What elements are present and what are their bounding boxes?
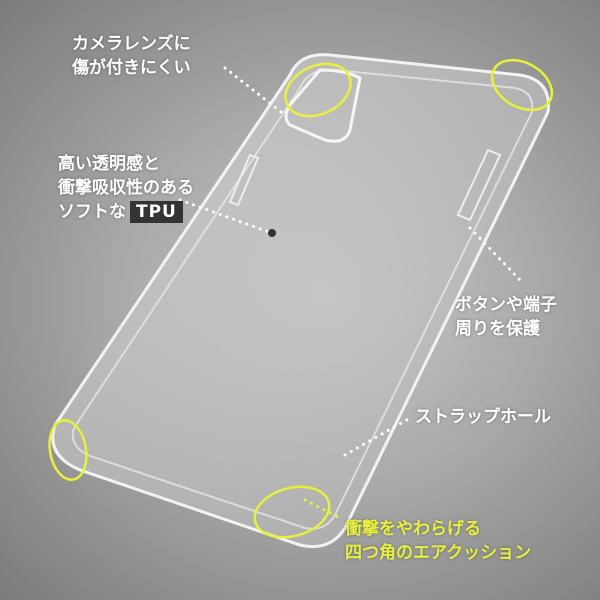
callout-camera: カメラレンズに 傷が付きにくい — [72, 32, 191, 80]
camera-cutout — [284, 68, 362, 143]
callout-text: ストラップホール — [415, 407, 551, 427]
side-buttons — [456, 148, 502, 222]
callout-text: カメラレンズに — [72, 34, 191, 54]
callout-text: 衝撃吸収性のある — [58, 178, 194, 198]
callout-lines — [178, 66, 522, 520]
callout-text: 傷が付きにくい — [72, 58, 191, 78]
tpu-badge: TPU — [130, 201, 183, 223]
callout-text: 衝撃をやわらげる — [345, 519, 481, 539]
callout-text: 高い透明感と — [58, 154, 160, 174]
callout-text: ボタンや端子 — [455, 295, 557, 315]
callout-text: ソフトな — [58, 202, 126, 222]
highlight-bottom-left — [48, 419, 88, 481]
callout-buttons: ボタンや端子 周りを保護 — [455, 293, 557, 341]
highlight-top-left — [284, 62, 352, 118]
corner-highlights — [48, 58, 554, 539]
highlight-top-right — [490, 58, 554, 112]
callout-strap: ストラップホール — [415, 405, 551, 429]
phone-case — [51, 53, 550, 549]
callout-text: 四つ角のエアクッション — [345, 543, 532, 563]
callout-text: 周りを保護 — [455, 319, 540, 339]
callout-corners: 衝撃をやわらげる 四つ角のエアクッション — [345, 517, 531, 565]
center-dot — [268, 229, 276, 237]
highlight-bottom-right — [253, 485, 331, 539]
